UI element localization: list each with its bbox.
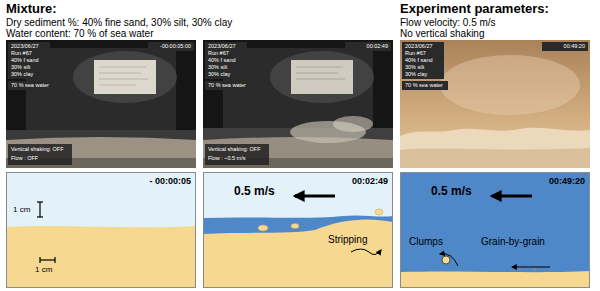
sketch-label: - 00:00:05: [149, 177, 191, 186]
photo-panel: 2023/06/27Run #6740% f sand30% silt30% c…: [6, 40, 196, 168]
overlay-text: 70 % sea water: [11, 83, 49, 89]
overlay-text: -00:00:05:00: [160, 44, 191, 50]
overlay-text: Run #67: [208, 51, 229, 57]
overlay-text: 40% f sand: [208, 58, 236, 64]
sketch-label: 0.5 m/s: [431, 185, 472, 197]
photo-1: [6, 40, 196, 168]
overlay-text: Run #67: [405, 51, 426, 57]
overlay-text: 30% silt: [405, 65, 424, 71]
overlay-text: 30% silt: [208, 65, 227, 71]
overlay-text: 70 % sea water: [208, 83, 246, 89]
overlay-text: 00:02:49: [367, 44, 388, 50]
overlay-text: Flow : OFF: [11, 156, 38, 162]
sketch-label: 1 cm: [35, 266, 52, 274]
sketch-2: [203, 172, 393, 288]
parameter-text: Water content: 70 % of sea water: [6, 29, 153, 39]
photo-2: [203, 40, 393, 168]
overlay-text: 2023/06/27: [11, 44, 39, 50]
overlay-text: Flow : ~0.5 m/s: [208, 156, 245, 162]
sketch-label: 1 cm: [13, 206, 30, 214]
overlay-text: Vertical shaking: OFF: [11, 147, 64, 153]
overlay-text: 30% clay: [405, 72, 427, 78]
overlay-text: 00:49:20: [564, 44, 585, 50]
sketch-label: 0.5 m/s: [234, 185, 275, 197]
photo-3: [400, 40, 590, 168]
overlay-text: 2023/06/27: [405, 44, 433, 50]
photo-panel: 2023/06/27Run #6740% f sand30% silt30% c…: [400, 40, 590, 168]
sketch-panel: 00:02:49 0.5 m/sStripping: [203, 172, 393, 288]
overlay-text: 2023/06/27: [208, 44, 236, 50]
overlay-text: 40% f sand: [405, 58, 433, 64]
overlay-text: 30% clay: [11, 72, 33, 78]
sketch-1: [6, 172, 196, 288]
sketch-label: Stripping: [328, 235, 367, 245]
overlay-text: 70 % sea water: [405, 83, 443, 89]
parameter-text: No vertical shaking: [400, 29, 484, 39]
parameter-text: Dry sediment %: 40% fine sand, 30% silt,…: [6, 18, 232, 28]
overlay-text: 30% clay: [208, 72, 230, 78]
overlay-text: 30% silt: [11, 65, 30, 71]
sketch-label: 00:49:20: [549, 177, 585, 186]
sketch-label: Clumps: [409, 237, 443, 247]
overlay-text: Run #67: [11, 51, 32, 57]
section-heading: Experiment parameters:: [400, 2, 549, 15]
parameter-text: Flow velocity: 0.5 m/s: [400, 18, 496, 28]
overlay-text: 40% f sand: [11, 58, 39, 64]
section-heading: Mixture:: [6, 2, 57, 15]
sketch-panel: - 00:00:05 1 cm 1 cm: [6, 172, 196, 288]
overlay-text: Vertical shaking: OFF: [208, 147, 261, 153]
sketch-panel: 00:49:20 0.5 m/sClumps Grain-by-grain: [400, 172, 590, 288]
sketch-label: 00:02:49: [352, 177, 388, 186]
sketch-label: Grain-by-grain: [481, 237, 545, 247]
sketch-3: [400, 172, 590, 288]
photo-panel: 2023/06/27Run #6740% f sand30% silt30% c…: [203, 40, 393, 168]
